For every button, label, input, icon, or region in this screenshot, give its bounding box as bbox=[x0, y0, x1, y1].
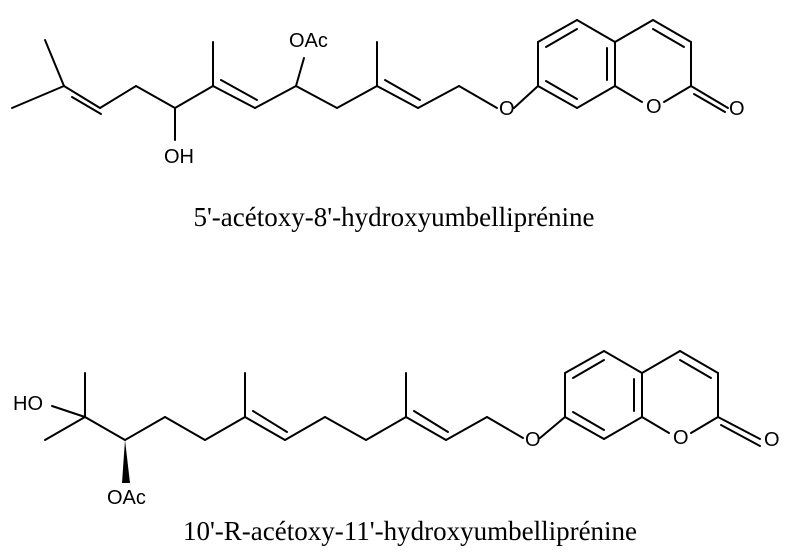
molecule-1-structure: OAc OH O O O bbox=[11, 19, 745, 168]
molecule-1-ring-oxygen: O bbox=[646, 96, 662, 118]
molecule-1-coumarin-bonds bbox=[537, 19, 729, 113]
molecule-2-carbonyl-oxygen: O bbox=[764, 429, 780, 451]
molecule-2-structure: HO OAc O O O bbox=[13, 350, 780, 509]
molecule-1-carbonyl-oxygen: O bbox=[729, 98, 745, 120]
molecule-2-coumarin-bonds bbox=[564, 350, 761, 447]
molecule-2-ring-oxygen: O bbox=[673, 427, 689, 449]
molecule-1-hydroxy-label: OH bbox=[164, 146, 194, 168]
molecule-2-hydroxy-label: HO bbox=[13, 393, 43, 415]
molecule-1-chain-bonds bbox=[11, 39, 539, 141]
molecule-1-ether-oxygen: O bbox=[499, 98, 515, 120]
molecule-2-stereo-wedge bbox=[122, 440, 130, 483]
molecule-2-caption: 10'-R-acétoxy-11'-hydroxyumbelliprénine bbox=[183, 516, 637, 546]
molecule-2-chain-bonds bbox=[44, 372, 566, 441]
molecule-1-acetoxy-label: OAc bbox=[289, 30, 328, 52]
molecule-1-caption: 5'-acétoxy-8'-hydroxyumbelliprénine bbox=[193, 202, 594, 232]
molecule-2-acetoxy-label: OAc bbox=[107, 487, 146, 509]
molecule-2-ether-oxygen: O bbox=[525, 429, 541, 451]
